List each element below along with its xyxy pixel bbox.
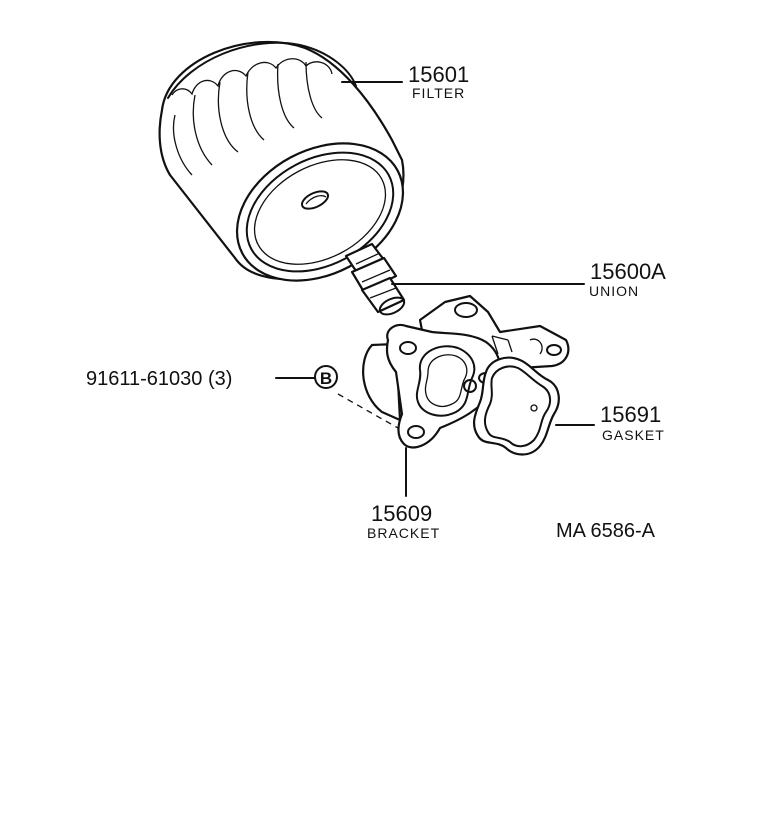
oil-filter-drawing [158, 40, 405, 282]
bolt-part-number: 91611-61030 (3) [86, 368, 232, 390]
union-fitting-drawing [344, 242, 406, 316]
bracket-part-number: 15609 [371, 501, 432, 526]
union-part-name: UNION [589, 283, 639, 299]
bracket-part-name: BRACKET [367, 525, 440, 541]
gasket-part-number: 15691 [600, 402, 661, 427]
gasket-drawing [472, 356, 560, 456]
bolt-symbol-callout: B [314, 365, 338, 389]
gasket-part-name: GASKET [602, 427, 665, 443]
filter-part-name: FILTER [412, 85, 465, 101]
filter-part-number: 15601 [408, 62, 469, 87]
leader-lines [275, 81, 595, 497]
diagram-reference-code: MA 6586-A [556, 520, 656, 542]
bolt-dashed-leader [337, 393, 399, 429]
union-part-number: 15600A [590, 259, 666, 284]
bolt-symbol-letter: B [320, 369, 332, 388]
